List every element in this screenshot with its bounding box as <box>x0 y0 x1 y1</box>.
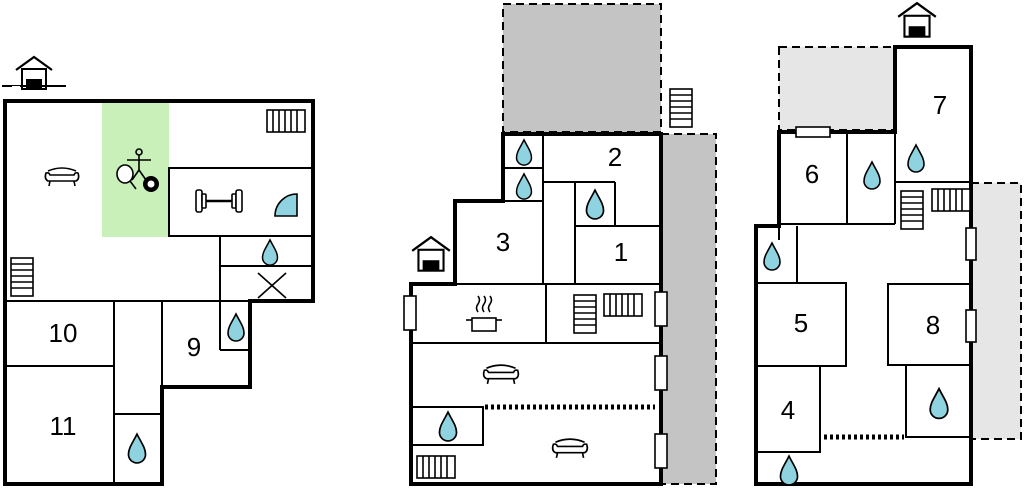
window-icon <box>654 291 668 327</box>
water-drop-icon <box>261 239 279 266</box>
water-drop-icon <box>515 173 533 200</box>
room-8-label: 8 <box>926 310 940 340</box>
water-drop-icon <box>585 189 605 220</box>
floor-right: 4 5 6 7 8 <box>754 2 1022 486</box>
water-drop-icon <box>127 433 147 464</box>
room-2-label: 2 <box>608 142 622 172</box>
house-entrance-icon <box>411 236 451 272</box>
shower-icon <box>274 193 298 217</box>
stairs-icon <box>10 257 34 297</box>
terrace-top <box>778 46 896 131</box>
stairs-icon <box>416 455 456 479</box>
floor-left: 9 10 11 <box>2 55 315 486</box>
terrace-side <box>660 133 717 485</box>
outer-wall <box>409 132 663 486</box>
room-4-label: 4 <box>781 395 795 425</box>
house-entrance-icon <box>14 55 54 91</box>
room-5-label: 5 <box>794 308 808 338</box>
room-3-label: 3 <box>496 227 510 257</box>
dumbbell-icon <box>195 189 243 213</box>
stairs-icon <box>900 190 924 230</box>
stairs-icon <box>573 294 597 334</box>
room-1-label: 1 <box>614 237 628 267</box>
water-drop-icon <box>763 242 781 271</box>
sofa-icon <box>44 167 80 187</box>
water-drop-icon <box>929 387 949 420</box>
room-10-label: 10 <box>49 318 78 348</box>
window-icon <box>654 355 668 391</box>
floor-middle: 1 2 3 <box>403 3 717 486</box>
outer-wall <box>754 45 973 486</box>
table-tennis-icon <box>116 148 151 190</box>
window-icon <box>403 295 417 331</box>
window-icon <box>795 126 831 138</box>
water-drop-icon <box>907 144 925 173</box>
games-area <box>102 103 169 237</box>
water-drop-icon <box>515 139 533 166</box>
water-drop-icon <box>227 313 245 342</box>
sofa-icon <box>551 438 589 459</box>
room-11-label: 11 <box>50 411 77 441</box>
water-drop-icon <box>779 455 799 486</box>
stairs-icon <box>931 188 971 212</box>
water-drop-icon <box>438 411 458 442</box>
cross-icon <box>257 272 287 299</box>
stairs-icon <box>603 293 643 317</box>
window-icon <box>965 227 977 261</box>
room-9-label: 9 <box>187 332 201 362</box>
water-drop-icon <box>863 161 881 190</box>
window-icon <box>654 433 668 469</box>
terrace-side <box>970 182 1022 440</box>
house-entrance-icon <box>897 2 937 38</box>
window-icon <box>965 309 977 343</box>
room-6-label: 6 <box>805 159 819 189</box>
sofa-icon <box>482 364 520 385</box>
cooking-pot-icon <box>466 295 502 332</box>
room-7-label: 7 <box>933 90 947 120</box>
billiard-ball-icon <box>143 176 159 192</box>
stairs-icon <box>266 109 306 133</box>
stairs-icon <box>669 88 693 128</box>
terrace-top <box>502 3 662 133</box>
